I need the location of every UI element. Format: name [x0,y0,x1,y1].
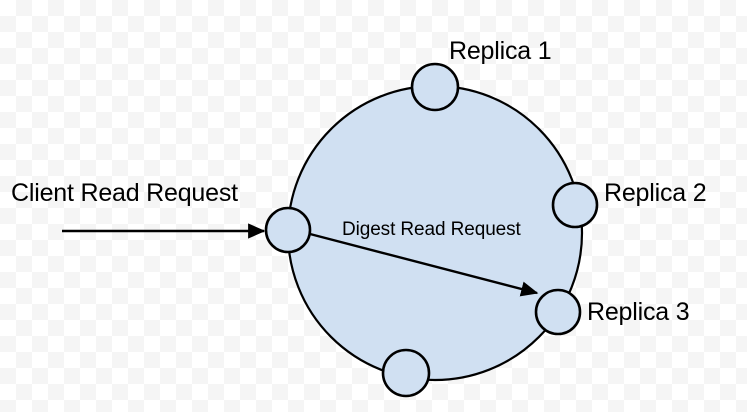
label-replica-2: Replica 2 [604,179,707,207]
label-replica-1: Replica 1 [449,37,552,65]
label-client-read-request: Client Read Request [11,179,238,207]
node-replica-3[interactable] [534,288,582,336]
node-replica-1[interactable] [410,62,460,112]
node-coordinator[interactable] [264,206,312,254]
node-bottom[interactable] [381,348,431,398]
label-digest-read-request: Digest Read Request [342,219,521,240]
node-replica-2[interactable] [551,181,599,229]
digest-read-request-arrow [309,232,539,297]
label-replica-3: Replica 3 [587,298,690,326]
